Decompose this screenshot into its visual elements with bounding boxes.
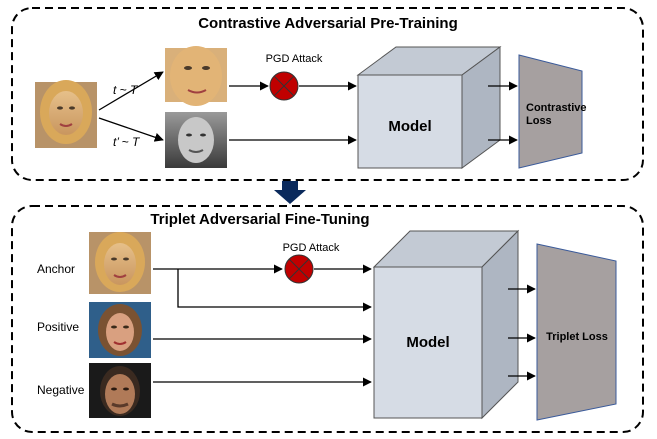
bottom-panel-title: Triplet Adversarial Fine-Tuning	[150, 211, 369, 228]
top-model-cube	[356, 46, 502, 169]
top-panel-title: Contrastive Adversarial Pre-Training	[198, 15, 458, 32]
bottom-panel-border	[11, 205, 644, 433]
anchor-label: Anchor	[37, 262, 75, 276]
contrastive-loss-label-2: Loss	[526, 115, 552, 127]
down-arrow-icon	[274, 181, 306, 204]
color-view-image	[165, 46, 227, 106]
input-face-image	[35, 80, 97, 148]
bottom-model-cube	[372, 229, 520, 420]
positive-face-image	[89, 302, 151, 358]
grayscale-view-image	[165, 112, 227, 168]
negative-label: Negative	[37, 383, 85, 397]
top-panel: Contrastive Adversarial Pre-Training	[11, 7, 644, 181]
contrastive-loss-block	[518, 54, 583, 169]
positive-label: Positive	[37, 320, 79, 334]
contrastive-loss-label-1: Contrastive	[526, 102, 587, 114]
bottom-panel: Triplet Adversarial Fine-Tuning Anchor P…	[11, 205, 644, 433]
triplet-loss-block	[536, 243, 617, 421]
x-circle-icon	[284, 254, 314, 284]
triplet-loss-label: Triplet Loss	[546, 331, 608, 343]
aug-label-2: t’ ~ T	[113, 135, 141, 149]
anchor-face-image	[89, 232, 151, 294]
top-model-label: Model	[388, 118, 431, 135]
negative-face-image	[89, 363, 151, 418]
top-panel-border	[11, 7, 644, 181]
aug-arrow-2	[98, 117, 164, 142]
anchor-clean-arrow	[177, 269, 372, 312]
aug-arrow-1	[98, 71, 164, 111]
bottom-model-label: Model	[406, 334, 449, 351]
bottom-attack-label: PGD Attack	[283, 242, 340, 254]
aug-label-1: t ~ T	[113, 83, 139, 97]
x-circle-icon	[269, 71, 299, 101]
top-attack-label: PGD Attack	[266, 53, 323, 65]
